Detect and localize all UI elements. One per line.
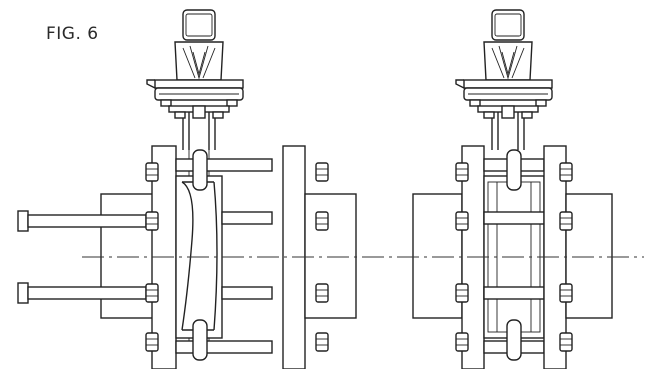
right-actuator: [455, 9, 553, 119]
left-bolt-upper: [27, 214, 147, 228]
left-right-block: [304, 193, 357, 319]
left-bolt-lower: [27, 286, 147, 300]
left-actuator: [146, 9, 244, 119]
right-right-block: [565, 193, 613, 319]
left-valve-assembly: [17, 9, 357, 369]
left-bolt-bottom: [175, 340, 273, 354]
left-flange: [151, 145, 177, 369]
left-bolt-top: [175, 158, 273, 172]
figure-label: FIG. 6: [46, 24, 99, 44]
right-left-block: [412, 193, 463, 319]
left-right-flange: [282, 145, 306, 369]
right-valve-assembly: [412, 9, 613, 369]
